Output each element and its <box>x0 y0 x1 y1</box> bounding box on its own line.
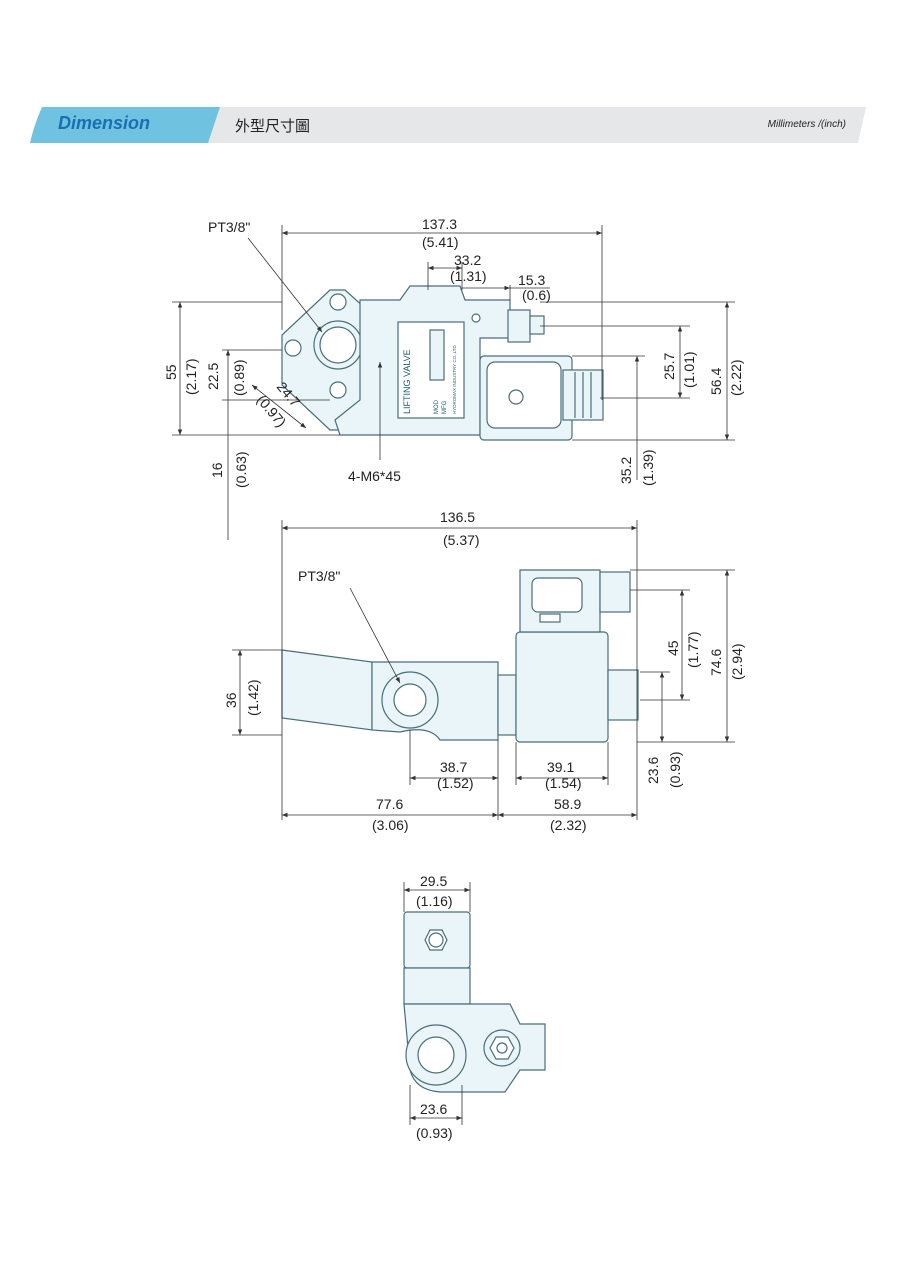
side-38-in: (1.52) <box>437 775 474 791</box>
side-view <box>281 569 639 743</box>
top-56-mm: 56.4 <box>708 368 724 395</box>
header-units: Millimeters /(inch) <box>767 119 846 130</box>
header-subtitle: 外型尺寸圖 <box>235 117 311 135</box>
header-background <box>30 107 866 143</box>
top-35-in: (1.39) <box>640 449 656 486</box>
nameplate-model: MOD <box>434 399 440 414</box>
top-56-in: (2.22) <box>728 359 744 396</box>
top-view-dimensions <box>172 225 735 540</box>
bolt-hole-top <box>329 293 347 311</box>
bolt-hole-left <box>284 339 302 357</box>
side-view-dimensions <box>232 520 735 820</box>
side-port-label: PT3/8" <box>298 568 340 584</box>
side-39-in: (1.54) <box>545 775 582 791</box>
header-title: Dimension <box>58 113 151 133</box>
top-33-mm: 33.2 <box>454 252 481 268</box>
end-23-in: (0.93) <box>416 1125 453 1141</box>
top-25-mm: 25.7 <box>661 353 677 380</box>
end-view-dimensions <box>403 882 471 1125</box>
side-23-in: (0.93) <box>667 751 683 788</box>
side-77-in: (3.06) <box>372 817 409 833</box>
side-36-in: (1.42) <box>245 679 261 716</box>
top-22-in: (0.89) <box>231 359 247 396</box>
side-23-mm: 23.6 <box>645 757 661 784</box>
side-58-mm: 58.9 <box>554 796 581 812</box>
side-58-in: (2.32) <box>550 817 587 833</box>
end-view-labels: 29.5 (1.16) 23.6 (0.93) <box>416 873 453 1141</box>
bolt-label: 4-M6*45 <box>348 468 401 484</box>
top-55-mm: 55 <box>163 364 179 380</box>
top-25-in: (1.01) <box>681 351 697 388</box>
end-view <box>403 911 546 1093</box>
top-15-in: (0.6) <box>522 287 551 303</box>
top-16-mm: 16 <box>209 462 225 478</box>
top-port-label: PT3/8" <box>208 219 250 235</box>
side-77-mm: 77.6 <box>376 796 403 812</box>
section-header: Dimension 外型尺寸圖 Millimeters /(inch) <box>30 107 866 143</box>
side-38-mm: 38.7 <box>440 759 467 775</box>
side-45-mm: 45 <box>665 640 681 656</box>
top-35-mm: 35.2 <box>618 457 634 484</box>
side-length-mm: 136.5 <box>440 509 475 525</box>
bolt-hole-bottom <box>329 381 347 399</box>
end-29-in: (1.16) <box>416 893 453 909</box>
side-coil <box>515 631 609 743</box>
top-length-mm: 137.3 <box>422 216 457 232</box>
top-16-in: (0.63) <box>233 451 249 488</box>
side-36-mm: 36 <box>223 692 239 708</box>
fitting <box>507 309 531 343</box>
side-74-mm: 74.6 <box>708 649 724 676</box>
top-55-in: (2.17) <box>183 358 199 395</box>
nameplate-mfg: MFG <box>442 400 448 414</box>
end-23-mm: 23.6 <box>420 1101 447 1117</box>
nameplate-company: HYDROMAX INDUSTRY CO.,LTD <box>452 344 457 414</box>
top-view <box>281 285 604 441</box>
side-length-in: (5.37) <box>443 532 480 548</box>
side-45-in: (1.77) <box>685 631 701 668</box>
top-length-in: (5.41) <box>422 234 459 250</box>
top-33-in: (1.31) <box>450 268 487 284</box>
nameplate-title: LIFTING VALVE <box>402 349 412 414</box>
side-74-in: (2.94) <box>729 643 745 680</box>
top-15-mm: 15.3 <box>518 272 545 288</box>
top-22-mm: 22.5 <box>205 363 221 390</box>
side-39-mm: 39.1 <box>547 759 574 775</box>
side-handle <box>281 649 373 731</box>
end-29-mm: 29.5 <box>420 873 447 889</box>
side-view-labels: 136.5 (5.37) PT3/8" 36 (1.42) 38.7 (1.52… <box>223 509 745 833</box>
